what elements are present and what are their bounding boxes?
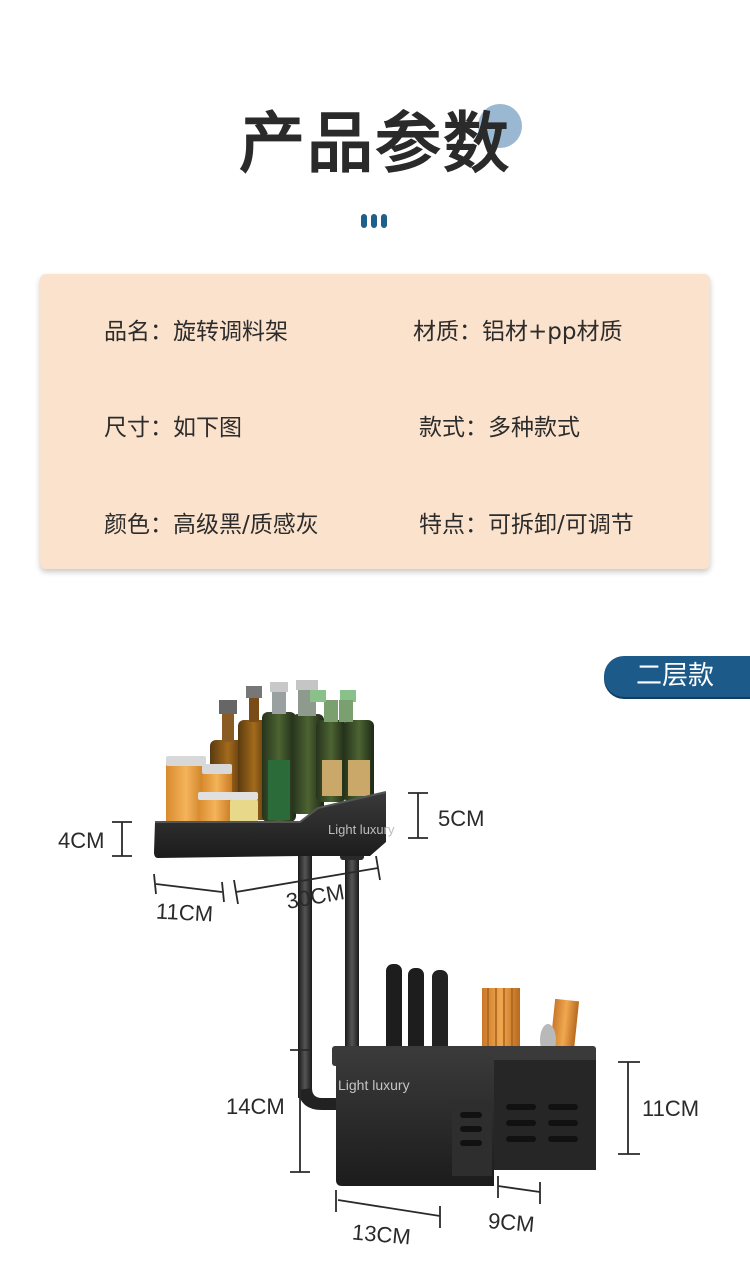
product-diagram: Light luxury	[0, 600, 750, 1286]
param-style: 款式：多种款式	[419, 415, 580, 441]
dim-box-height: 11CM	[642, 1096, 700, 1121]
bottom-box: Light luxury	[332, 1046, 596, 1186]
rack-illustration: Light luxury	[112, 680, 640, 1228]
knives	[386, 964, 448, 1054]
page-title: 产品参数	[239, 105, 511, 182]
dim-top-side: 4CM	[58, 828, 105, 853]
param-feature: 特点：可拆卸/可调节	[419, 512, 634, 538]
tier-badge: 二层款	[604, 656, 750, 697]
brand-label-top: Light luxury	[328, 822, 395, 837]
dim-box-width: 13CM	[351, 1219, 412, 1250]
dimension-lines	[112, 792, 640, 1228]
divider-bars-icon	[361, 214, 387, 228]
dim-basket-width: 9CM	[487, 1208, 536, 1237]
param-name: 品名：旋转调料架	[104, 319, 288, 345]
dim-pole-height: 14CM	[226, 1094, 285, 1119]
decorative-circle	[478, 104, 522, 148]
params-panel: 品名：旋转调料架 材质：铝材+pp材质 尺寸：如下图 款式：多种款式 颜色：高级…	[40, 274, 710, 569]
top-tray: Light luxury	[154, 791, 395, 858]
param-color: 颜色：高级黑/质感灰	[104, 512, 319, 538]
dim-top-height: 5CM	[438, 806, 485, 831]
section-header: 产品参数	[0, 0, 750, 240]
brand-label-bottom: Light luxury	[338, 1077, 410, 1093]
param-size: 尺寸：如下图	[104, 415, 242, 441]
spice-jars	[166, 756, 258, 828]
param-material: 材质：铝材+pp材质	[413, 319, 623, 345]
dim-top-depth: 11CM	[155, 898, 214, 927]
